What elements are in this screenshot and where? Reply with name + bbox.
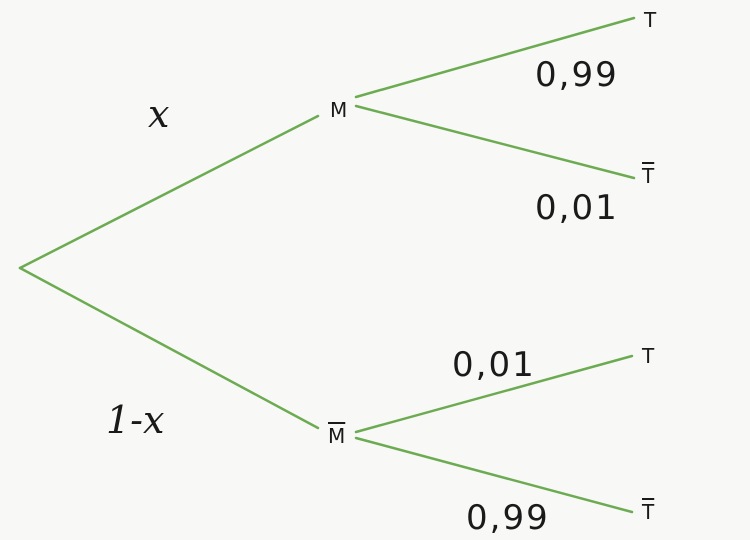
branch-m-to-t — [354, 16, 636, 99]
prob-t-bar-given-m-bar: 0,99 — [466, 498, 550, 538]
prob-m: x — [148, 92, 170, 136]
branch-m-bar-to-t — [354, 354, 634, 434]
prob-t-given-m-bar: 0,01 — [452, 345, 536, 385]
node-m: M — [330, 98, 348, 122]
prob-m-bar: 1-x — [106, 398, 165, 442]
branch-m-to-t-bar — [354, 104, 636, 180]
node-t-2: T — [642, 344, 655, 368]
branch-m-bar-to-t-bar — [354, 436, 634, 514]
branch-root-to-m — [18, 114, 320, 270]
node-t-bar-2: T — [642, 500, 655, 524]
branch-root-to-m-bar — [18, 266, 320, 430]
node-t-1: T — [644, 8, 657, 32]
node-t-bar-1: T — [642, 164, 655, 188]
prob-t-given-m: 0,99 — [535, 55, 619, 95]
prob-t-bar-given-m: 0,01 — [535, 188, 619, 228]
node-m-bar: M — [328, 424, 346, 448]
